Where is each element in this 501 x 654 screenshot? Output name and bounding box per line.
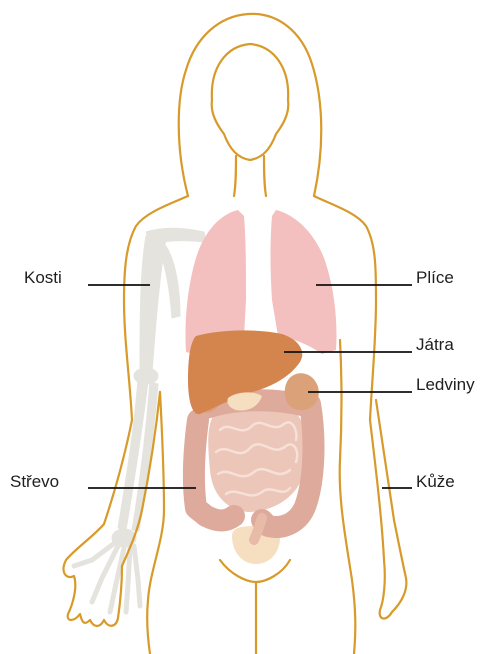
scapula	[160, 246, 180, 318]
label-plice: Plíce	[416, 268, 454, 288]
small-intestine	[208, 404, 306, 512]
label-kosti: Kosti	[24, 268, 62, 288]
label-kuze: Kůže	[416, 472, 455, 492]
label-ledviny: Ledviny	[416, 375, 475, 395]
elbow	[134, 368, 158, 384]
label-jatra: Játra	[416, 335, 454, 355]
label-strevo: Střevo	[10, 472, 59, 492]
hand-bones	[74, 542, 140, 612]
lung-left	[271, 210, 337, 354]
